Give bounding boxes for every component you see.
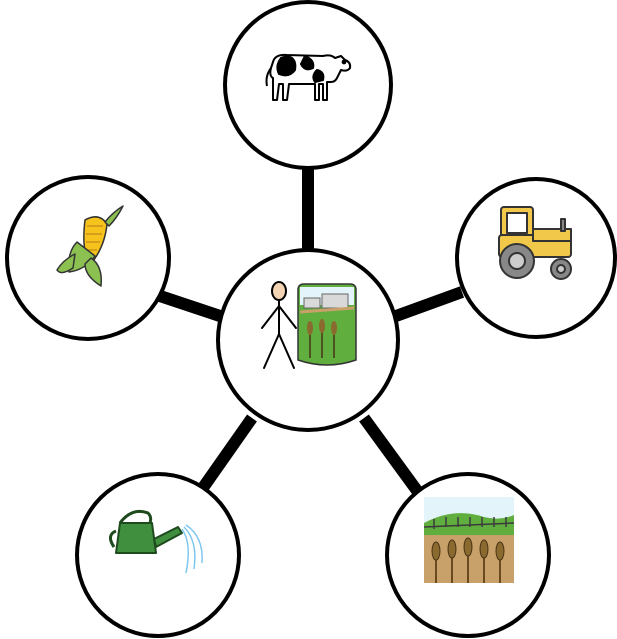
connector-watering-can bbox=[195, 414, 257, 496]
farmer-person-with-farm-icon bbox=[261, 281, 357, 369]
person-icon bbox=[261, 281, 297, 369]
connector-tractor bbox=[393, 286, 465, 322]
watering-can-icon bbox=[109, 509, 203, 574]
cow-icon bbox=[265, 53, 352, 101]
farm-scene-icon bbox=[297, 283, 357, 366]
connector-corn bbox=[158, 290, 222, 322]
node-watering-can bbox=[75, 472, 241, 638]
wheat-field-icon bbox=[423, 497, 515, 583]
connector-lines bbox=[158, 168, 465, 496]
tractor-icon bbox=[498, 206, 572, 280]
corn-icon bbox=[56, 205, 124, 287]
connector-field bbox=[359, 414, 423, 496]
